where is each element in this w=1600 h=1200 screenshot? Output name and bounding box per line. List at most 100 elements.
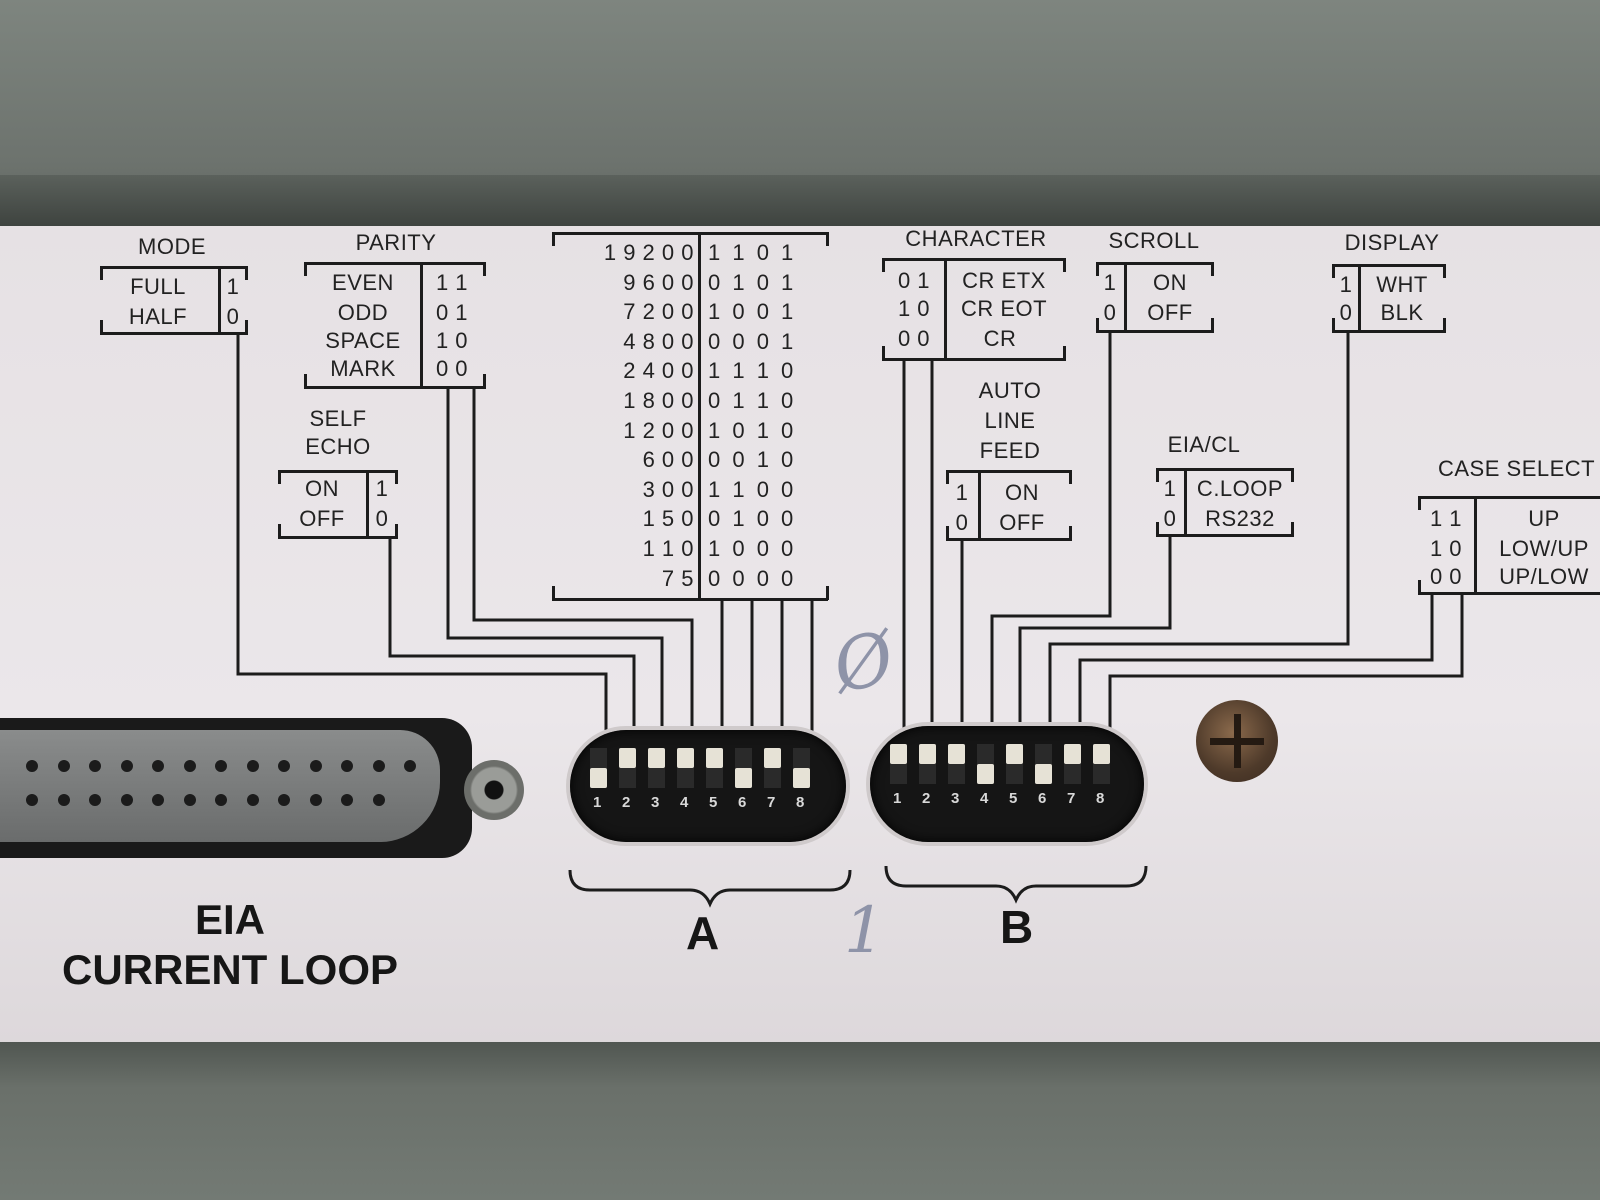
mode-code-half: 0 [226,304,240,329]
dip-switch-toggle[interactable] [1064,744,1081,784]
dip-switch-number: 4 [680,794,689,811]
dip-switch-number: 3 [651,794,660,811]
baud-rate-value: 1 8 0 0 [623,388,694,413]
eia-cl-option-rs232: RS232 [1205,506,1275,531]
eia-cl-option-cloop: C.LOOP [1196,476,1284,501]
dip-switch-number: 5 [709,794,718,811]
dip-switch-knob [735,768,752,788]
dip-b-label: B [1000,901,1034,953]
case-option-up: UP [1528,506,1560,531]
character-option-cr: CR [983,326,1017,351]
character-code-cr: 0 0 [897,326,931,351]
dip-switch-toggle[interactable] [706,748,723,788]
dip-switch-knob [764,748,781,768]
connector-pin [246,794,259,806]
terminal-case-bottom [0,1040,1600,1200]
dip-a-label: A [686,907,720,959]
self-echo-code-off: 0 [375,506,389,531]
scroll-code-off: 0 [1103,300,1117,325]
baud-rate-value: 7 2 0 0 [623,299,694,325]
dip-switch-knob [977,764,994,784]
connector-pin [120,760,133,772]
baud-rate-value: 3 0 0 [642,476,694,502]
baud-code-value: 0 1 0 0 [708,506,797,532]
baud-code-value: 1 0 0 1 [708,299,797,325]
connector-pin [57,794,70,806]
baud-code-value: 0 0 0 1 [708,328,797,354]
dip-switch-number: 4 [980,790,989,807]
dip-switch-knob [619,748,636,768]
parity-title: PARITY [355,230,437,255]
connector-pin [341,760,353,772]
parity-option-space: SPACE [325,328,401,353]
character-option-cr-etx: CR ETX [962,268,1046,293]
self-echo-option-off: OFF [299,506,345,531]
dip-switch-knob [1093,744,1110,764]
baud-rate-value: 4 8 0 0 [623,328,694,354]
baud-code-value: 0 0 0 0 [708,565,797,591]
dip-switch-toggle[interactable] [764,748,781,788]
baud-rate-value: 2 4 0 0 [623,358,694,384]
display-title: DISPLAY [1344,230,1440,255]
dip-switch-toggle[interactable] [1093,744,1110,784]
dip-switch-knob [648,748,665,768]
dip-switch-number: 1 [593,794,602,811]
hex-nut [464,760,524,820]
dip-switch-knob [890,744,907,764]
mode-code-full: 1 [226,274,240,299]
phillips-screw [1196,700,1278,782]
dip-switch-toggle[interactable] [735,748,752,788]
baud-code-value: 0 1 0 1 [708,269,797,295]
dip-switch-toggle[interactable] [677,748,694,788]
case-code-uplow: 0 0 [1429,564,1463,589]
eia-cl-code-cloop: 1 [1163,476,1177,501]
self-echo-code-on: 1 [375,476,389,501]
dip-switch-toggle[interactable] [919,744,936,784]
dip-switch-knob [590,768,607,788]
connector-pin [309,794,322,806]
dip-switch-toggle[interactable] [890,744,907,784]
dip-switch-toggle[interactable] [619,748,636,788]
connector-pin [26,760,38,772]
baud-rate-value: 1 2 0 0 [623,417,694,443]
dip-switch-number: 1 [893,790,902,807]
scroll-option-on: ON [1153,270,1187,295]
case-option-uplow: UP/LOW [1499,564,1589,589]
character-code-cr-etx: 0 1 [897,268,931,293]
dip-switch-toggle[interactable] [1006,744,1023,784]
connector-pin [341,794,353,806]
baud-rate-value: 9 6 0 0 [623,269,694,295]
dip-switch-toggle[interactable] [590,748,607,788]
baud-code-value: 0 0 1 0 [708,447,797,473]
case-code-up: 1 1 [1429,506,1463,531]
dip-switch-toggle[interactable] [948,744,965,784]
case-code-lowup: 1 0 [1429,536,1463,561]
baud-code-value: 1 1 1 0 [708,358,797,384]
connector-pin [89,794,101,806]
dip-switch-number: 2 [922,790,931,807]
mode-option-half: HALF [128,304,188,329]
connector-pin [89,760,101,772]
db25-connector[interactable] [0,718,472,858]
connector-pin [152,760,164,772]
case-select-title: CASE SELECT [1438,456,1596,481]
scroll-title: SCROLL [1108,228,1200,253]
scroll-option-off: OFF [1147,300,1193,325]
baud-rate-value: 6 0 0 [642,447,694,473]
dip-switch-toggle[interactable] [793,748,810,788]
dip-switch-number: 6 [738,794,747,811]
dip-switch-toggle[interactable] [977,744,994,784]
connector-pin [215,794,227,806]
parity-option-even: EVEN [332,270,394,295]
baud-code-value: 1 0 0 0 [708,536,797,561]
dip-switch-toggle[interactable] [1035,744,1052,784]
dip-switch-toggle[interactable] [648,748,665,788]
dip-switch-knob [706,748,723,768]
self-echo-title-1: SELF [309,406,367,431]
character-title: CHARACTER [905,226,1047,251]
connector-pin [183,760,196,772]
self-echo-title-2: ECHO [305,434,371,459]
alf-option-on: ON [1005,480,1039,505]
